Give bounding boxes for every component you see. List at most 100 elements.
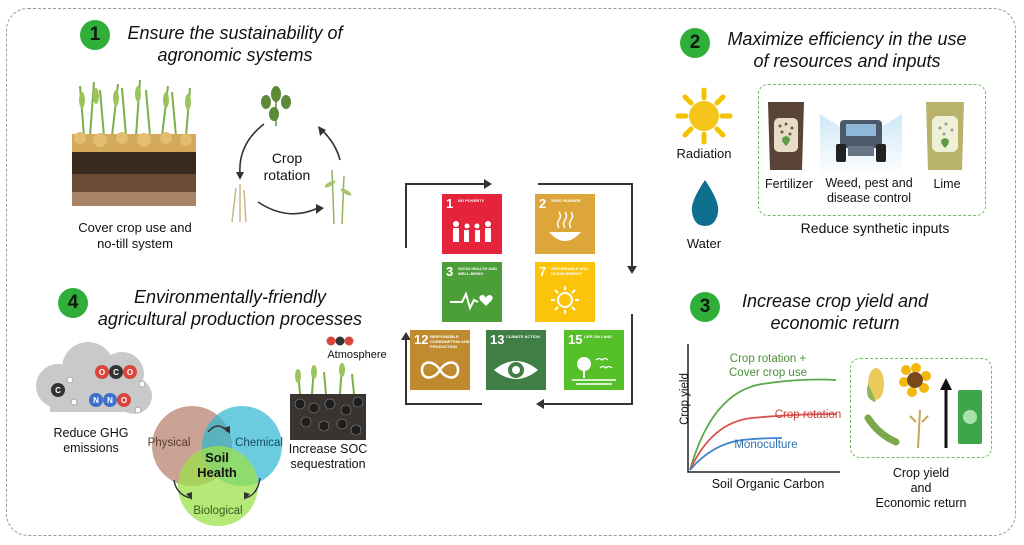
sdg-13-number: 13 [490,332,505,347]
section-3-title: Increase crop yield and economic return [720,290,950,334]
atom-c-2: C [55,386,61,395]
sdg-2-number: 2 [539,196,547,211]
ghg-cloud-illustration: O C O C N N O [36,342,152,414]
curve-crop-rotation-cover [689,378,837,471]
crop-yield-result-line3: Economic return [875,496,967,510]
series-label-mid: Crop rotation [774,409,842,421]
sdg-15-number: 15 [568,332,583,347]
venn-physical-label: Physical [147,437,191,449]
co2-molecule-icon [326,336,354,346]
sdg-7-number: 7 [539,264,547,279]
curve-monoculture [689,437,783,471]
fertilizer-label: Fertilizer [765,177,813,191]
cover-crop-soil-illustration [72,79,196,206]
soil-health-venn [152,406,282,526]
venn-biological-label: Biological [193,505,243,517]
sdg-3-number: 3 [446,264,454,279]
sdg-3-text: Good health and well-being [458,266,497,276]
curve-crop-rotation [689,413,837,471]
y-axis-label: Crop yield [679,373,691,425]
section-4-title-line2: agricultural production processes [97,309,363,329]
weed-control-line2: disease control [826,191,912,205]
sdg-15-text: Life on land [584,334,612,339]
sdg-tile-13: 13 Climate action [486,330,546,390]
outer-frame [6,8,1016,536]
venn-center-line2: Health [197,465,237,480]
section-2-title: Maximize efficiency in the use of resour… [712,28,982,72]
section-3-title-line1: Increase crop yield and [741,291,929,311]
tree-birds-icon [572,357,616,385]
ghg-label-line2: emissions [63,441,119,455]
crop-yield-result-label: Crop yield and Economic return [850,466,992,511]
sun-power-icon [551,286,579,314]
water-label: Water [686,236,722,251]
sdg-tile-1: 1 No poverty [442,194,502,254]
sdg-cycle-arrows [401,179,637,409]
sdg-12-number: 12 [414,332,429,347]
bowl-icon [549,211,581,241]
ghg-label: Reduce GHG emissions [36,426,146,456]
section-1-badge: 1 [80,20,110,50]
weed-control-line1: Weed, pest and [825,176,913,190]
sdg-tile-12: 12 Responsible consumption and productio… [410,330,470,390]
section-1-title: Ensure the sustainability of agronomic s… [100,22,370,66]
atom-o-3: O [121,396,127,405]
section-1-title-line2: agronomic systems [157,45,313,65]
sdg-tile-2: 2 Zero hunger [535,194,595,254]
sun-icon [675,87,733,145]
crops-money-illustration [864,363,982,449]
sdg-1-text: No poverty [458,198,485,203]
atom-c-1: C [113,368,119,377]
section-3-badge: 3 [690,292,720,322]
sdg-2-text: Zero hunger [551,198,581,203]
series-label-low: Monoculture [734,439,798,451]
lime-bag-icon [926,102,964,170]
radiation-label: Radiation [676,146,732,161]
section-2-title-line1: Maximize efficiency in the use [727,29,967,49]
people-icon [453,221,491,242]
atmosphere-label: Atmosphere [327,349,387,361]
series-label-top-line2: Cover crop use [729,367,807,379]
section-3-title-line2: economic return [770,313,900,333]
series-label-top-line1: Crop rotation + [729,353,807,365]
section-2-title-line2: of resources and inputs [753,51,941,71]
synthetic-inputs-box [758,84,986,216]
section-4-badge: 4 [58,288,88,318]
cover-crop-label-line2: no-till system [97,236,173,251]
crop-yield-box [850,358,992,458]
eye-globe-icon [494,361,538,379]
section-4-title: Environmentally-friendly agricultural pr… [80,286,380,330]
sdg-tile-15: 15 Life on land [564,330,624,390]
atom-n-1: N [93,396,99,405]
section-4-title-line1: Environmentally-friendly [133,287,327,307]
crop-rotation-label-line2: rotation [263,167,311,183]
sdg-tile-3: 3 Good health and well-being [442,262,502,322]
x-axis-label: Soil Organic Carbon [711,477,825,491]
ghg-label-line1: Reduce GHG [53,426,129,440]
crop-rotation-label-line1: Crop [271,150,303,166]
atom-o-1: O [99,368,105,377]
water-drop-icon [691,180,719,226]
venn-center-label: Soil Health [192,450,242,480]
crop-rotation-label: Crop rotation [256,150,318,184]
tractor-spray-icon [820,114,902,176]
heartbeat-icon [450,291,493,311]
soc-label: Increase SOC sequestration [280,442,376,472]
cover-crop-label-line1: Cover crop use and [78,220,192,235]
infinity-icon [420,361,460,379]
series-label-top: Crop rotation + Cover crop use [716,352,820,380]
sdg-12-text: Responsible consumption and production [430,334,470,349]
crop-yield-result-line1: Crop yield [892,466,950,480]
sdg-tile-7: 7 Affordable and clean energy [535,262,595,322]
weed-control-label: Weed, pest and disease control [816,176,922,206]
atom-n-2: N [107,396,113,405]
section-2-badge: 2 [680,28,710,58]
crop-yield-result-line2: and [910,481,932,495]
venn-center-line1: Soil [205,450,229,465]
section-1-title-line1: Ensure the sustainability of [127,23,343,43]
lime-label: Lime [933,177,961,191]
soc-label-line2: sequestration [290,457,366,471]
cover-crop-label: Cover crop use and no-till system [60,220,210,252]
sdg-1-number: 1 [446,196,454,211]
yield-curves-chart [687,344,840,473]
